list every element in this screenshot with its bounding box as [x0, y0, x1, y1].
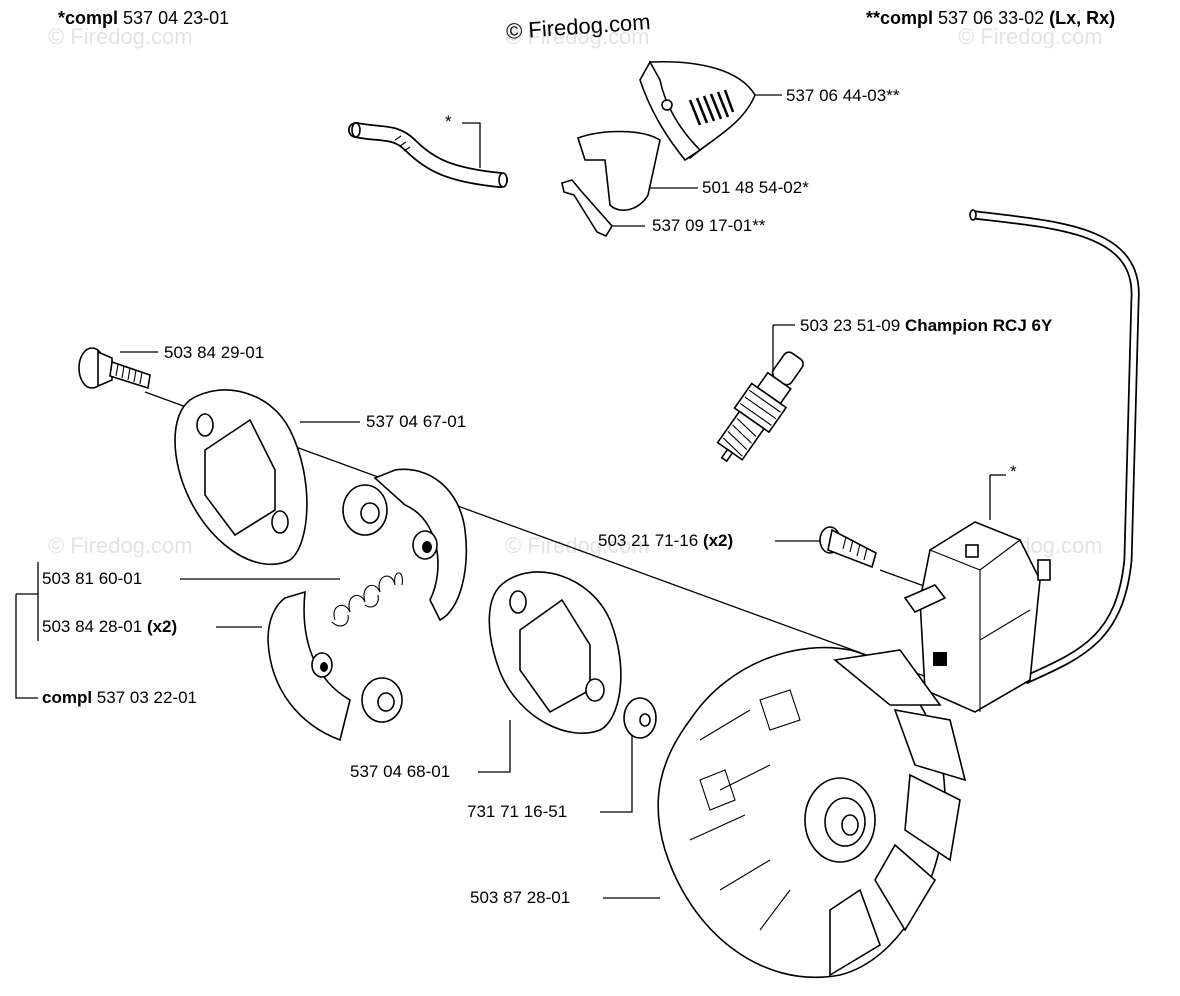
plate-bottom-part — [488, 571, 622, 735]
label-rod: 537 09 17-01** — [652, 216, 766, 235]
clutch-shoe-upper-part — [342, 468, 468, 622]
label-air-plate: 501 48 54-02* — [702, 178, 809, 197]
watermark: © Firedog.com — [505, 24, 650, 49]
shoe-number: 503 84 28-01 — [42, 617, 143, 636]
fuel-hose-part — [348, 122, 508, 188]
header-left-prefix: *compl — [58, 8, 119, 28]
ignition-screw-qty: (x2) — [702, 531, 734, 550]
ignition-marker: * — [1010, 462, 1017, 481]
header-left-number: 537 04 23-01 — [123, 8, 230, 28]
header-right: **compl 537 06 33-02 (Lx, Rx) — [866, 8, 1115, 28]
label-clutch-compl: compl 537 03 22-01 — [42, 688, 197, 708]
plate-top-part — [174, 389, 308, 566]
screw-top-part — [78, 347, 151, 390]
rod-part — [561, 179, 613, 238]
watermark: © Firedog.com — [48, 533, 193, 558]
label-screw-top: 503 84 29-01 — [164, 343, 265, 362]
label-cover-grille: 537 06 44-03** — [786, 86, 900, 105]
header-right-suffix: (Lx, Rx) — [1049, 8, 1116, 28]
shoe-qty: (x2) — [146, 617, 178, 636]
spark-plug-number: 503 23 51-09 — [800, 316, 901, 335]
ignition-lead-part — [969, 209, 1140, 685]
washer-part — [623, 697, 657, 739]
spark-plug-part — [716, 351, 804, 463]
label-ignition-screw: 503 21 71-16 (x2) — [598, 531, 733, 551]
label-spring: 503 81 60-01 — [42, 569, 143, 588]
header-right-prefix: **compl — [866, 8, 934, 28]
watermark: © Firedog.com — [505, 533, 650, 558]
fuel-hose-marker: * — [445, 112, 452, 131]
cover-grille-part — [639, 60, 756, 162]
spark-plug-name: Champion RCJ 6Y — [904, 316, 1053, 335]
air-plate-part — [577, 130, 661, 211]
label-shoe: 503 84 28-01 (x2) — [42, 617, 177, 637]
clutch-compl-prefix: compl — [42, 688, 93, 707]
label-spark-plug: 503 23 51-09 Champion RCJ 6Y — [800, 316, 1052, 336]
ignition-screw-number: 503 21 71-16 — [598, 531, 699, 550]
clutch-shoe-lower-part — [267, 590, 403, 742]
label-plate-bottom: 537 04 68-01 — [350, 762, 451, 781]
label-flywheel: 503 87 28-01 — [470, 888, 571, 907]
label-plate-top: 537 04 67-01 — [366, 412, 467, 431]
ignition-module-part — [903, 521, 1051, 713]
ignition-screw-part — [819, 526, 877, 569]
header-left: *compl 537 04 23-01 — [58, 8, 229, 28]
label-washer: 731 71 16-51 — [467, 802, 568, 821]
watermark: © Firedog.com — [958, 24, 1103, 49]
flywheel-part — [657, 646, 967, 979]
watermark: © Firedog.com — [48, 24, 193, 49]
spring-part — [331, 572, 403, 627]
header-right-number: 537 06 33-02 — [938, 8, 1045, 28]
clutch-compl-number: 537 03 22-01 — [96, 688, 197, 707]
